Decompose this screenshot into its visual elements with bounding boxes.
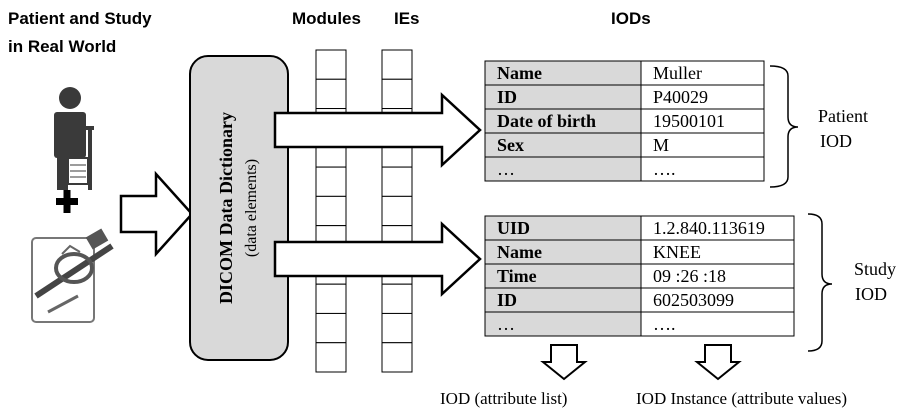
- value-cell: [640, 108, 765, 134]
- attribute-value: ….: [653, 314, 676, 334]
- attribute-name: UID: [497, 218, 530, 238]
- patient-iod-label-line1: Patient: [818, 106, 868, 126]
- footer-instance-label: IOD Instance (attribute values): [636, 389, 847, 408]
- module-cell: [315, 283, 347, 314]
- module-cell: [315, 342, 347, 373]
- plus-icon: [56, 190, 78, 213]
- mri-scanner-icon: [31, 228, 114, 323]
- ie-cell: [381, 283, 413, 314]
- dictionary-title: DICOM Data Dictionary: [216, 112, 236, 304]
- value-cell: [640, 156, 765, 182]
- dictionary-subtitle: (data elements): [243, 159, 260, 257]
- attribute-name: Time: [497, 266, 537, 286]
- attribute-cell: [484, 156, 642, 182]
- header-left-line2: in Real World: [8, 37, 116, 56]
- attribute-value: KNEE: [653, 242, 701, 262]
- value-cell: [640, 60, 765, 86]
- study-iod-label-line2: IOD: [855, 284, 887, 304]
- patient-iod-label-line2: IOD: [820, 131, 852, 151]
- module-cell: [315, 49, 347, 80]
- attribute-value: M: [653, 135, 669, 155]
- patient-on-crutches-icon: [54, 87, 94, 190]
- attribute-value: Muller: [653, 63, 702, 83]
- value-cell: [640, 263, 795, 289]
- module-cell: [315, 166, 347, 197]
- attribute-value: 1.2.840.113619: [653, 218, 765, 238]
- attribute-name: …: [497, 314, 515, 334]
- value-cell: [640, 311, 795, 337]
- attribute-name: Sex: [497, 135, 524, 155]
- attribute-cell: [484, 311, 642, 337]
- attribute-name: ID: [497, 290, 517, 310]
- attribute-name: Name: [497, 242, 542, 262]
- module-stack: [315, 49, 347, 373]
- module-cell: [315, 195, 347, 227]
- value-cell: [640, 132, 765, 158]
- value-cell: [640, 84, 765, 110]
- ie-cell: [381, 166, 413, 197]
- attribute-value: 19500101: [653, 111, 725, 131]
- value-cell: [640, 287, 795, 313]
- attribute-value: P40029: [653, 87, 708, 107]
- ie-cell: [381, 342, 413, 373]
- value-cell: [640, 215, 795, 241]
- ie-cell: [381, 49, 413, 80]
- attribute-value: 09 :26 :18: [653, 266, 726, 286]
- attribute-cell: [484, 287, 642, 313]
- attribute-cell: [484, 215, 642, 241]
- study-bracket: [807, 213, 833, 352]
- arrow-to-patient-iod: [273, 92, 482, 168]
- attribute-value: 602503099: [653, 290, 734, 310]
- ie-cell: [381, 312, 413, 344]
- module-cell: [315, 312, 347, 344]
- input-arrow: [119, 170, 194, 258]
- header-iods: IODs: [611, 9, 651, 28]
- down-arrow-attribute-list: [540, 344, 588, 381]
- dicom-data-dictionary-box: [189, 55, 289, 361]
- patient-bracket: [769, 65, 799, 188]
- header-modules: Modules: [292, 9, 361, 28]
- study-iod-label-line1: Study: [854, 259, 896, 279]
- footer-iod-label: IOD (attribute list): [440, 389, 567, 408]
- ie-cell: [381, 78, 413, 110]
- attribute-value: ….: [653, 159, 676, 179]
- header-ies: IEs: [394, 9, 420, 28]
- down-arrow-attribute-values: [694, 344, 742, 381]
- header-left-line1: Patient and Study: [8, 9, 152, 28]
- ie-cell: [381, 195, 413, 227]
- module-cell: [315, 78, 347, 110]
- attribute-name: ID: [497, 87, 517, 107]
- attribute-cell: [484, 132, 642, 158]
- attribute-name: …: [497, 159, 515, 179]
- arrow-to-study-iod: [273, 221, 482, 297]
- attribute-cell: [484, 239, 642, 265]
- attribute-name: Date of birth: [497, 111, 596, 131]
- attribute-name: Name: [497, 63, 542, 83]
- ie-stack: [381, 49, 413, 373]
